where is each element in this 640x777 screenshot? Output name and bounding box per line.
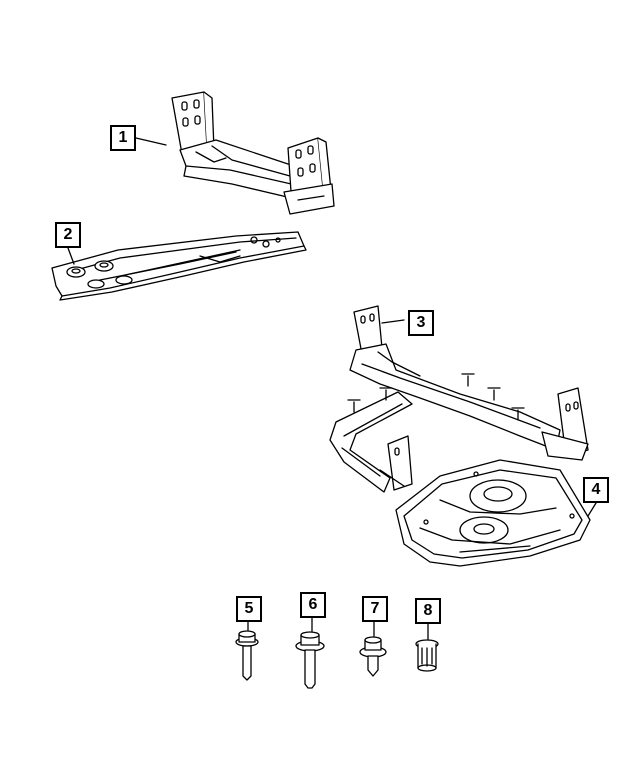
callout-5: 5 (236, 596, 262, 622)
callout-7: 7 (362, 596, 388, 622)
part-5-flange-bolt (235, 630, 259, 681)
part-6-long-bolt (295, 631, 325, 689)
callout-8: 8 (415, 598, 441, 624)
leader-line-2 (67, 247, 75, 265)
callout-3: 3 (408, 310, 434, 336)
callout-2: 2 (55, 222, 81, 248)
leader-line-4 (587, 502, 597, 517)
leader-line-3 (381, 319, 405, 324)
callout-6: 6 (300, 592, 326, 618)
part-7-stud-bolt (359, 636, 387, 677)
part-8-push-nut (415, 639, 439, 672)
callout-4: 4 (583, 477, 609, 503)
part-2-skid-plate (51, 231, 307, 301)
part-4-under-tray (395, 459, 591, 567)
callout-1: 1 (110, 125, 136, 151)
part-1-crossmember-bracket (171, 91, 335, 215)
leader-line-1 (135, 137, 167, 146)
part-3-rear-subframe (329, 305, 589, 493)
